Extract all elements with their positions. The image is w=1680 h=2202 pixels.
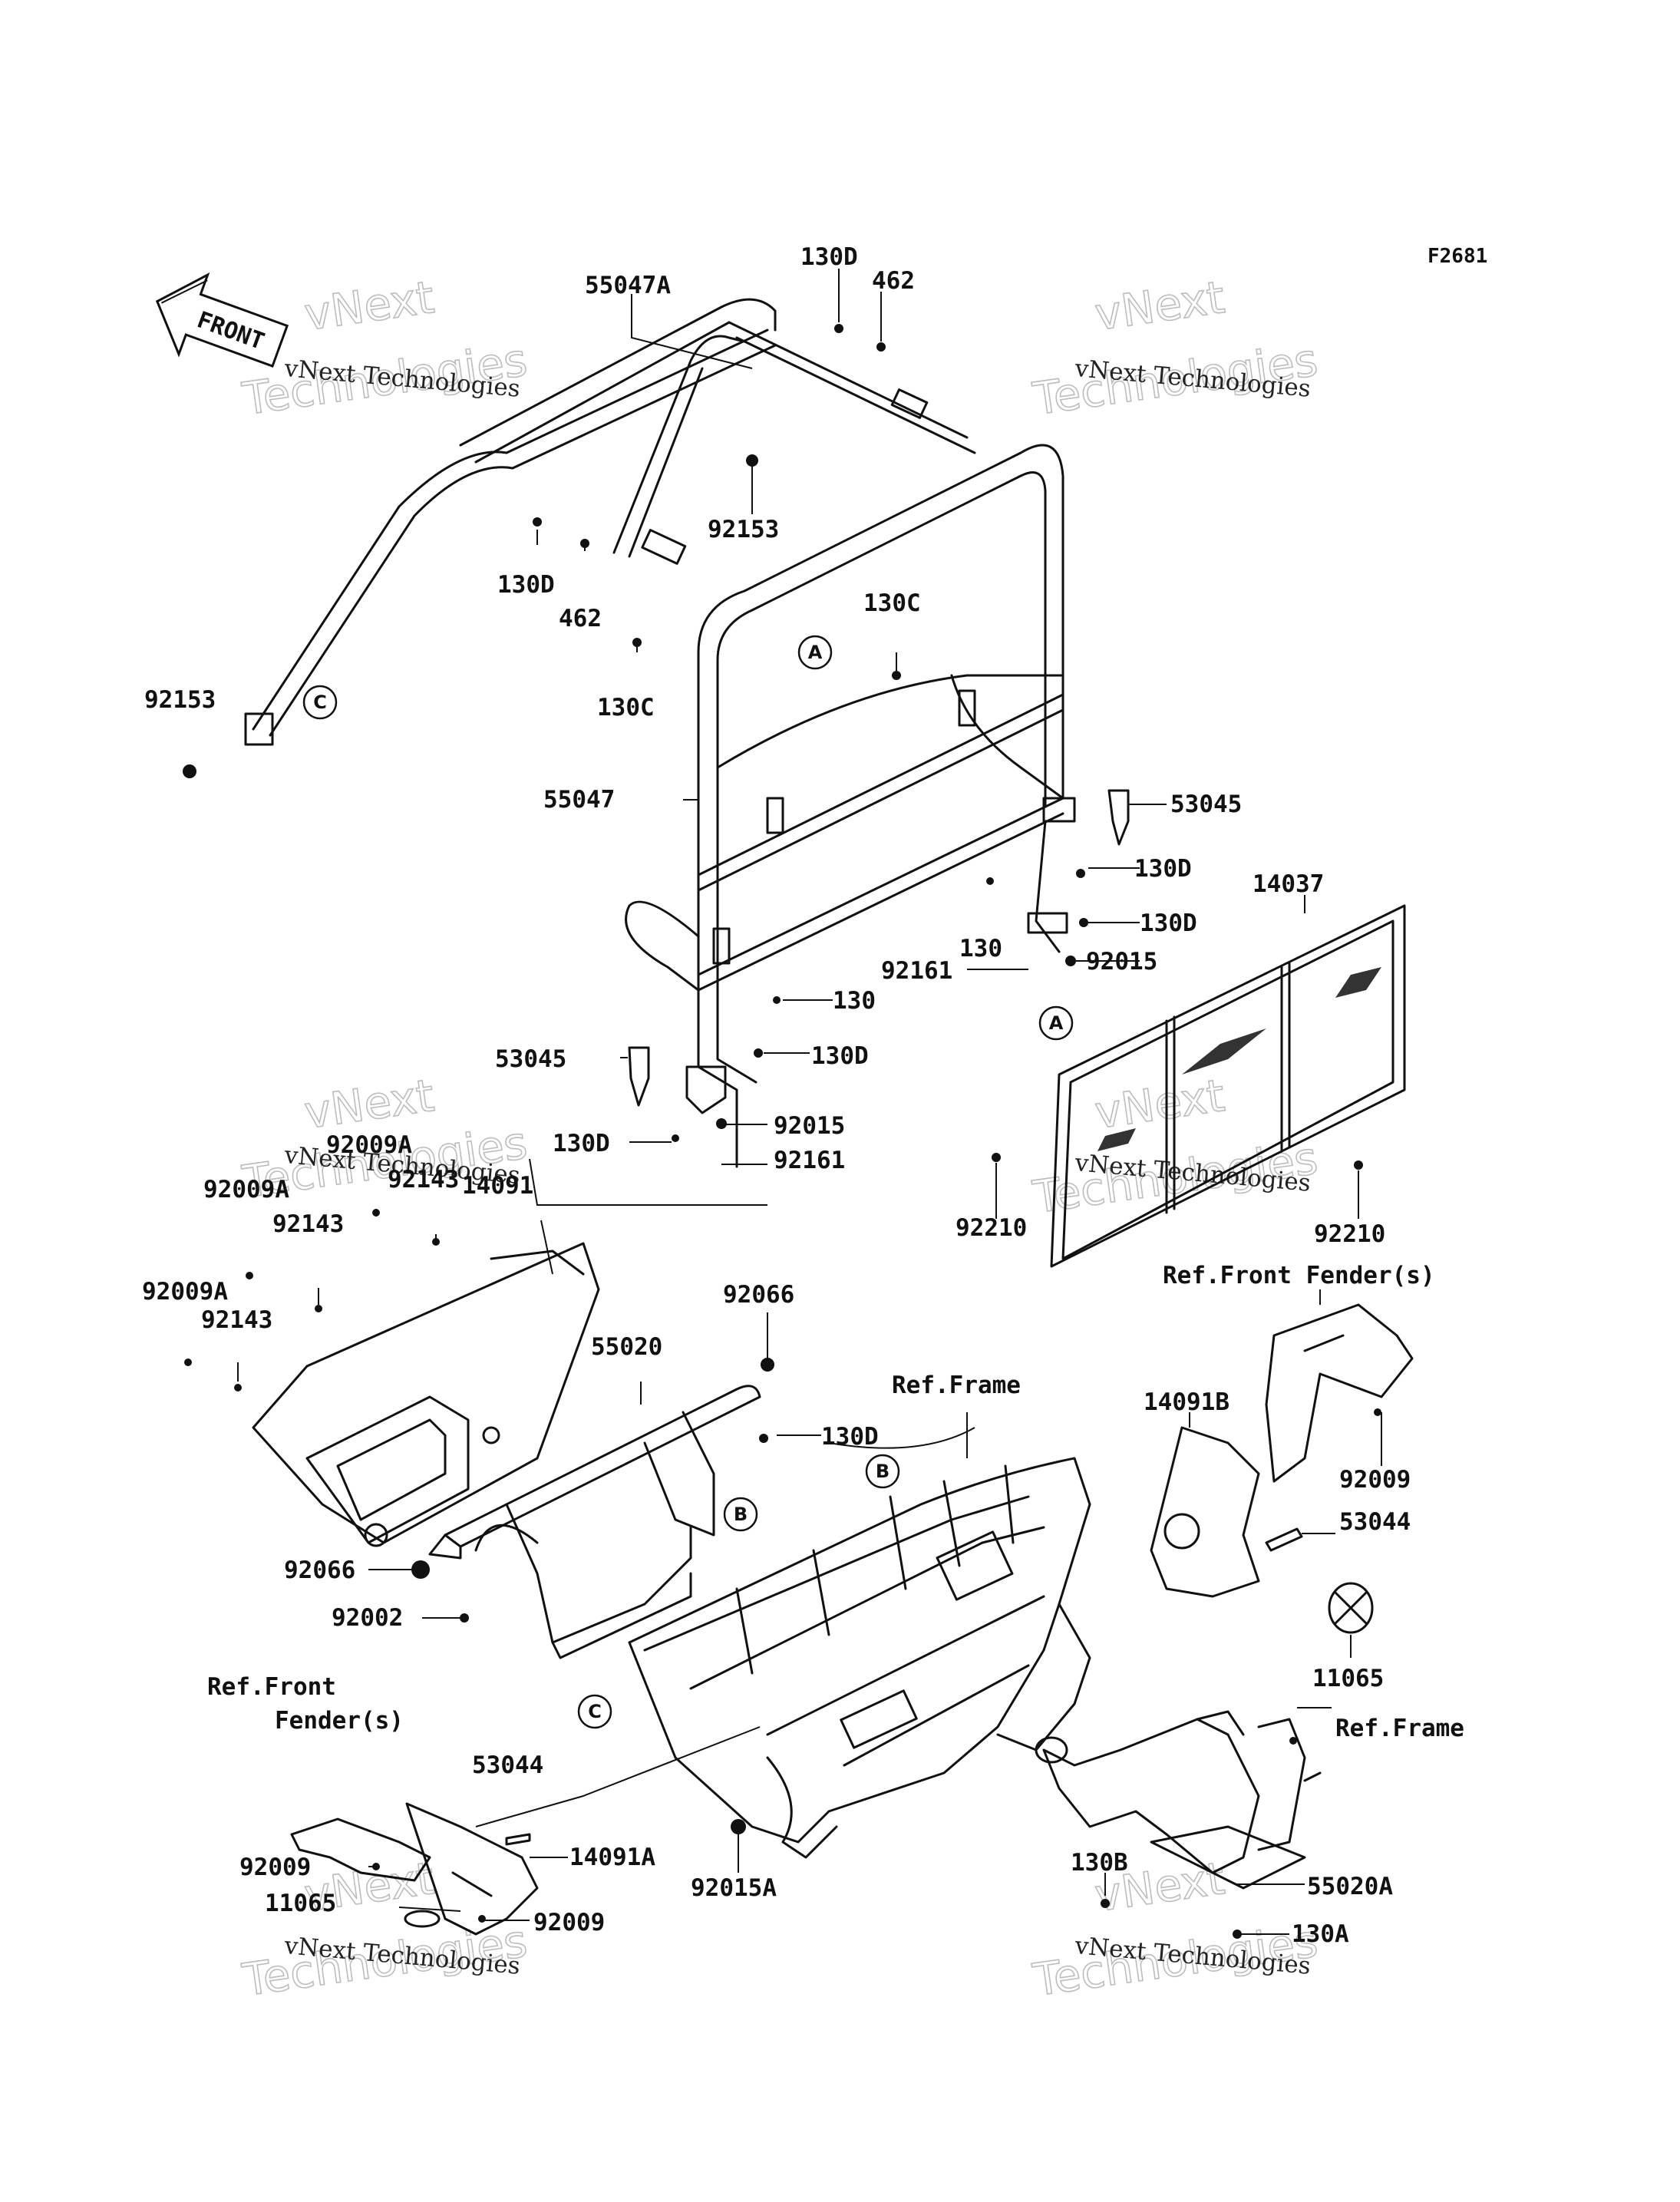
part-label: 53044: [472, 1751, 543, 1779]
part-label: 92009: [533, 1909, 605, 1936]
part-label: 92009A: [326, 1131, 412, 1159]
watermark-vnext: vNext: [1091, 271, 1227, 341]
roll-cage-upper: [244, 298, 976, 746]
part-label: 92143: [201, 1306, 272, 1334]
part-label: 11065: [265, 1890, 336, 1917]
part-label: 53045: [1170, 791, 1242, 818]
part-label: 130D: [1140, 910, 1197, 937]
leader-lines: [237, 269, 1382, 1935]
cap-11065-right: [1328, 1582, 1374, 1634]
callout-A-upper: A: [797, 635, 833, 670]
part-label: 92143: [272, 1210, 344, 1238]
part-label: 92009A: [142, 1278, 228, 1306]
watermark-vnext: vNext: [301, 1069, 437, 1139]
watermark-vnext: vNext: [301, 271, 437, 341]
part-label: 53044: [1339, 1508, 1411, 1536]
part-label: 92009A: [203, 1176, 289, 1203]
front-bumper-55020: [428, 1385, 761, 1659]
callout-A-text: A: [808, 642, 823, 663]
part-label: 130C: [597, 694, 655, 721]
watermark-vnext: vNext: [1091, 1069, 1227, 1139]
part-label: Fender(s): [275, 1707, 404, 1735]
callout-B-text: B: [876, 1461, 890, 1482]
callout-B-text: B: [734, 1504, 748, 1525]
part-label: 92015: [1086, 948, 1157, 976]
rear-screen-panel: [1050, 904, 1406, 1268]
part-label: 130C: [863, 589, 921, 617]
part-label: 130D: [1134, 855, 1192, 883]
part-label: 130B: [1071, 1849, 1128, 1877]
part-label: Ref.Front: [207, 1673, 336, 1701]
part-label: 92015A: [691, 1874, 777, 1902]
callout-C-upper: C: [302, 685, 338, 720]
part-label: 92015: [774, 1112, 845, 1140]
part-label: 130D: [553, 1130, 610, 1157]
part-label: 92210: [956, 1214, 1027, 1242]
part-label: 462: [872, 267, 915, 295]
part-label: 462: [559, 605, 602, 632]
vehicle-frame: [628, 1457, 1091, 1859]
part-label: 130D: [811, 1042, 869, 1070]
callout-B-frame: B: [865, 1454, 900, 1489]
part-label: 53045: [495, 1045, 566, 1073]
part-label: 14091: [462, 1172, 533, 1200]
part-label: Ref.Frame: [1335, 1715, 1464, 1742]
callout-A-text: A: [1049, 1012, 1064, 1034]
hardware-fasteners: [183, 324, 1381, 1939]
part-label: 55020A: [1307, 1873, 1393, 1900]
part-label: 11065: [1312, 1665, 1384, 1692]
bracket-53045-left: [628, 1046, 650, 1107]
part-label: 55047A: [585, 272, 671, 299]
clip-53044-left: [505, 1833, 531, 1846]
part-label: 55047: [543, 786, 615, 814]
fender-14091B: [1150, 1303, 1414, 1598]
callout-A-panel: A: [1038, 1005, 1074, 1041]
front-guard-14091: [252, 1242, 600, 1547]
part-label: 14037: [1253, 870, 1324, 898]
callout-C-frame: C: [577, 1694, 612, 1729]
part-label: 92161: [881, 957, 952, 985]
part-label: 92143: [388, 1166, 459, 1193]
part-label: 92009: [239, 1854, 311, 1881]
part-label: 92210: [1314, 1220, 1385, 1248]
part-label: Ref.Frame: [892, 1372, 1021, 1399]
part-label: 92066: [723, 1281, 794, 1309]
part-label: 92153: [144, 686, 216, 714]
bracket-53045-right: [1107, 789, 1130, 846]
part-label: 130: [959, 935, 1002, 962]
part-label: 130: [833, 987, 876, 1015]
part-label: 130D: [821, 1423, 879, 1451]
bracket-lower-plate: [685, 1065, 727, 1114]
fender-14091A: [290, 1802, 539, 1936]
part-label: 130D: [800, 243, 858, 271]
part-label: 92009: [1339, 1466, 1411, 1494]
part-label: 130D: [497, 571, 555, 599]
part-label: 14091A: [569, 1844, 655, 1871]
part-label: Ref.Front Fender(s): [1163, 1262, 1435, 1289]
roll-cage-main: [625, 444, 1076, 1168]
part-label: 92066: [284, 1557, 355, 1584]
part-label: 130A: [1292, 1920, 1349, 1948]
part-label: 14091B: [1144, 1388, 1229, 1416]
callout-B-bumper: B: [723, 1497, 758, 1532]
callout-C-text: C: [313, 692, 327, 713]
part-label: 92153: [708, 516, 779, 543]
callout-C-text: C: [588, 1701, 602, 1722]
part-label: 92002: [332, 1604, 403, 1632]
clip-53044-right: [1265, 1527, 1303, 1552]
part-label: 55020: [591, 1333, 662, 1361]
figure-code: F2681: [1428, 245, 1487, 268]
part-label: 92161: [774, 1147, 845, 1174]
rear-support-55020A: [1035, 1710, 1322, 1890]
front-arrow-icon: FRONT: [155, 272, 289, 368]
part-labels: 55047A 130D 462 92153 130D 462 130C 130C…: [142, 243, 1464, 1948]
